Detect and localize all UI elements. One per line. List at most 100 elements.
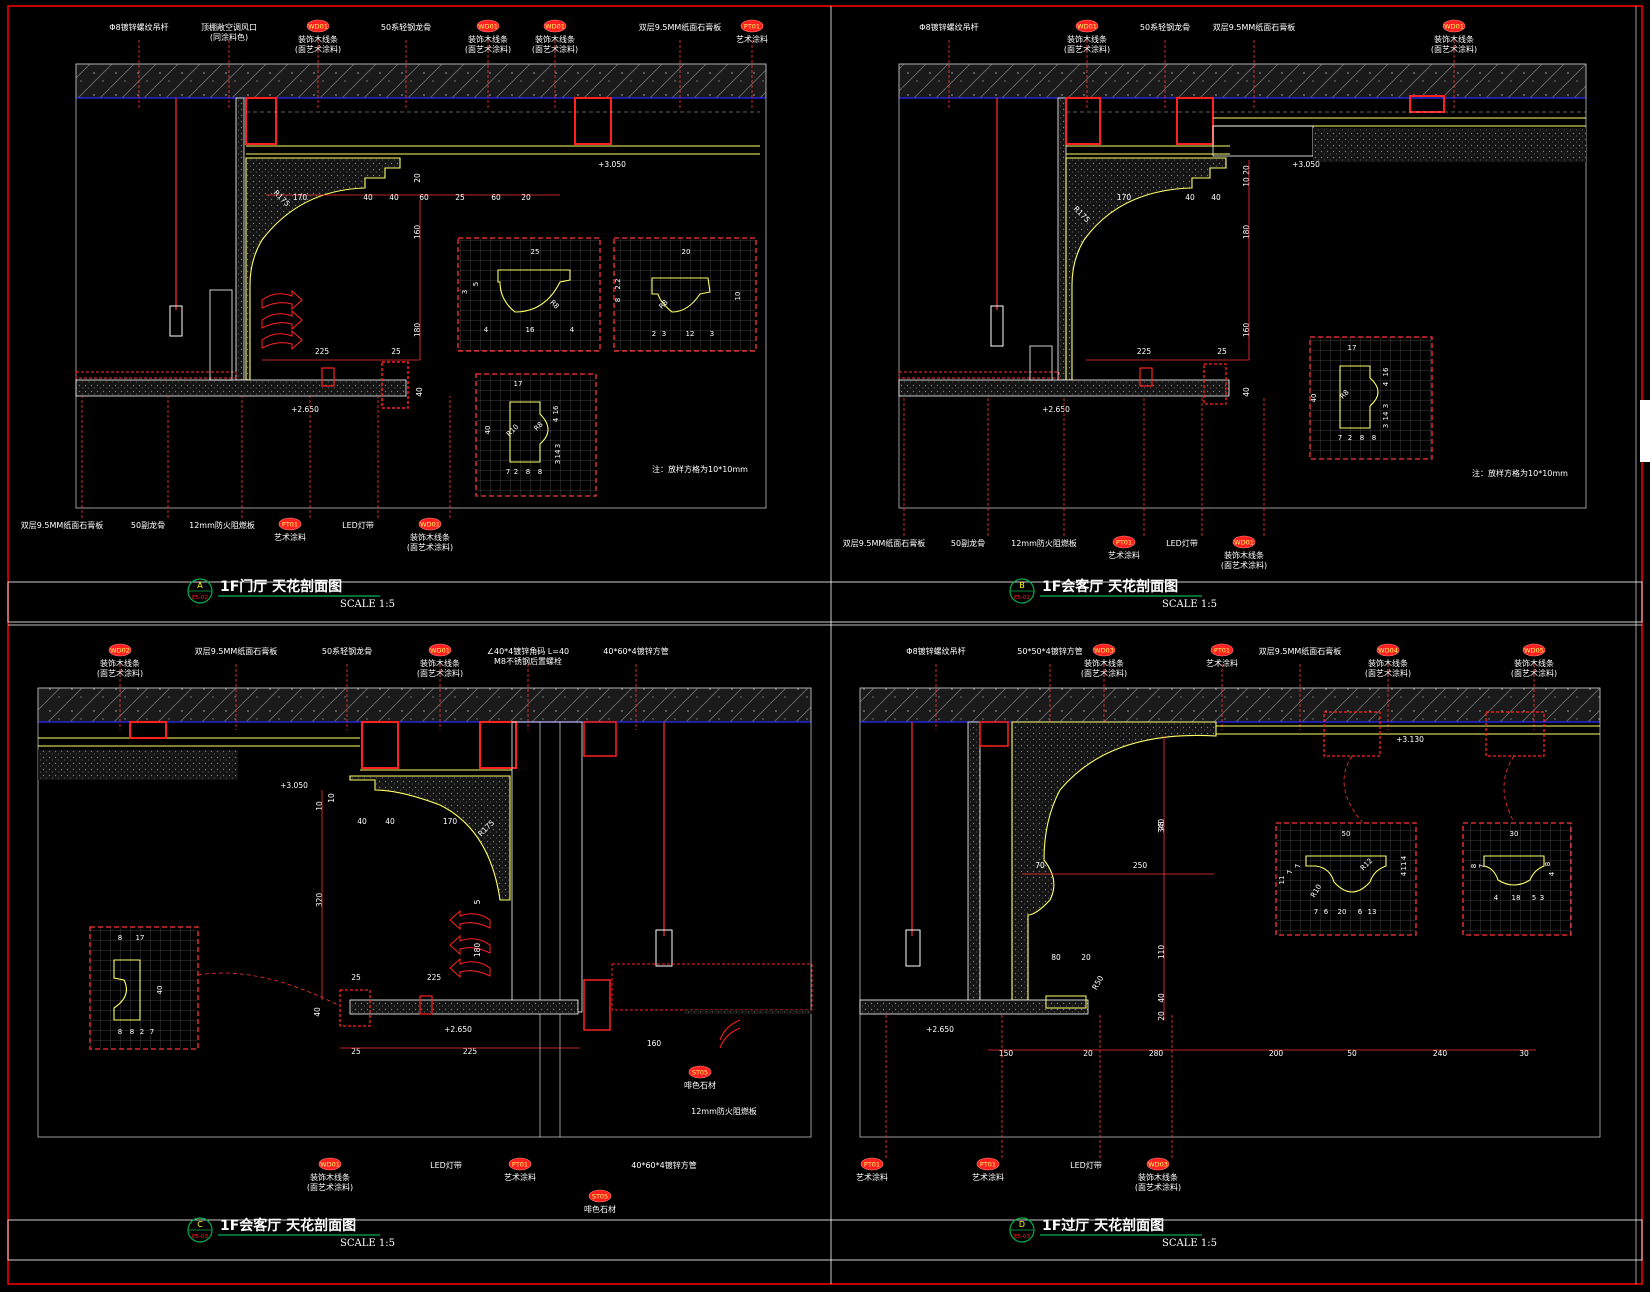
led-light-arrow (719, 1019, 741, 1041)
detail-dimension: 2.2 (614, 278, 622, 289)
callout-text: 装饰木线条 (310, 1172, 350, 1182)
rod-bracket (990, 305, 1004, 347)
detail-dimension: 16 (552, 405, 560, 414)
bottom_labels-callout-4: LED灯带 (1166, 538, 1198, 548)
detail-dimension: 8 (526, 468, 530, 476)
bottom_labels-callout-1: LED灯带 (430, 1160, 462, 1170)
callout-text-2: (面艺术涂料) (1431, 44, 1477, 54)
material-tag-ellipse (543, 19, 567, 33)
callout-text-2: (面艺术涂料) (1135, 1182, 1181, 1192)
callout-text: 装饰木线条 (1434, 34, 1474, 44)
dimension-value: 180 (413, 323, 422, 338)
detail-dimension: 16 (1382, 367, 1390, 376)
detail-dimension: 3 (461, 290, 469, 294)
timber-block (129, 721, 167, 739)
steel-tube (583, 721, 617, 757)
bottom_labels-callout-2: 12mm防火阻燃板 (1011, 538, 1077, 548)
detail-grid-box (613, 237, 757, 352)
callout-text: 装饰木线条 (1368, 658, 1408, 668)
timber-block (1065, 97, 1101, 145)
detail-dimension: 17 (514, 380, 523, 388)
callout-text: 艺术涂料 (274, 532, 306, 542)
material-tag-code: WD01 (320, 1161, 340, 1169)
title-strip-bottom (7, 1219, 1643, 1261)
callout-text-2: (面艺术涂料) (1511, 668, 1557, 678)
wall-cavity (511, 721, 583, 1013)
material-tag-ellipse (1522, 643, 1546, 657)
callout-text: 双层9.5MM纸面石膏板 (1259, 646, 1342, 656)
detail-dimension: 8 (614, 298, 622, 302)
top_labels-callout-2: 50系轻钢龙骨 (322, 646, 372, 656)
callout-text: 双层9.5MM纸面石膏板 (1213, 22, 1296, 32)
top_labels-callout-0: Φ8镀锌螺纹吊杆 (906, 646, 965, 656)
dimension-value: 40 (389, 193, 399, 202)
dimension-value: 20 (1081, 953, 1091, 962)
detail-dimension: 8 (538, 468, 542, 476)
material-tag-ellipse (108, 643, 132, 657)
callout-text: 50系轻钢龙骨 (1140, 22, 1190, 32)
material-tag-ellipse (976, 1157, 1000, 1171)
top_labels-callout-2: 50系轻钢龙骨 (1140, 22, 1190, 32)
molding-profile (1305, 855, 1387, 893)
dimension-value: 320 (315, 893, 324, 908)
section-badge-sheet: E5-03 (192, 1234, 208, 1240)
bottom_labels-callout-1: 50副龙骨 (951, 538, 985, 548)
concrete-slab (75, 63, 767, 99)
dimension-value: 20 (413, 173, 422, 183)
top_labels-callout-1: 双层9.5MM纸面石膏板 (195, 646, 278, 656)
detail-leader (197, 972, 339, 1006)
detail-dimension: 11 (1400, 862, 1408, 871)
dimension-value: 160 (1242, 323, 1251, 338)
drawing-viewport (37, 687, 812, 1138)
callout-text: 装饰木线条 (535, 34, 575, 44)
callout-text: 双层9.5MM纸面石膏板 (21, 520, 104, 530)
molding-profile (497, 269, 571, 313)
dimension-value: 10 (315, 801, 324, 811)
led-light-arrow (261, 309, 303, 331)
dimension-value: 200 (1269, 1049, 1284, 1058)
dimension-value: 25 (455, 193, 465, 202)
detail-dimension: 4 (1382, 381, 1390, 386)
molding-callout-box (381, 361, 409, 409)
detail-grid-box (1275, 822, 1417, 936)
detail-grid-box (89, 926, 199, 1050)
ceiling-cove-molding (1065, 157, 1227, 381)
dimension-value: 225 (427, 973, 442, 982)
detail-dimension: 16 (526, 326, 535, 334)
dimension-value: 25 (391, 347, 401, 356)
detail-dimension: 5 (472, 282, 480, 286)
molding-profile (1339, 365, 1379, 429)
detail-dimension: 4 (1400, 871, 1408, 876)
dimension-value: 20 (1242, 165, 1251, 175)
detail-dimension: 40 (484, 426, 492, 435)
material-tag-code: WD04 (1378, 647, 1398, 655)
callout-text-2: (面艺术涂料) (417, 668, 463, 678)
detail-leader (1343, 755, 1363, 823)
material-tag-ellipse (1092, 643, 1116, 657)
floor-finish (684, 1010, 812, 1014)
panel-a: Φ8镀锌螺纹吊杆顶棚敞空调风口(同涂料色)WD01装饰木线条(面艺术涂料)50系… (21, 19, 768, 552)
detail-dimension: 25 (531, 248, 540, 256)
detail-dimension: 6 (1324, 908, 1329, 916)
detail-dimension: 3 (710, 330, 714, 338)
detail-dimension: 18 (1512, 894, 1521, 902)
detail-dimension: 11 (1278, 876, 1286, 885)
title-strip-top (7, 581, 1643, 623)
dimension-value: 180 (1242, 225, 1251, 240)
dimension-value: 50 (1347, 1049, 1357, 1058)
led-housing (419, 995, 433, 1015)
detail-dimension: 3 (1540, 894, 1544, 902)
